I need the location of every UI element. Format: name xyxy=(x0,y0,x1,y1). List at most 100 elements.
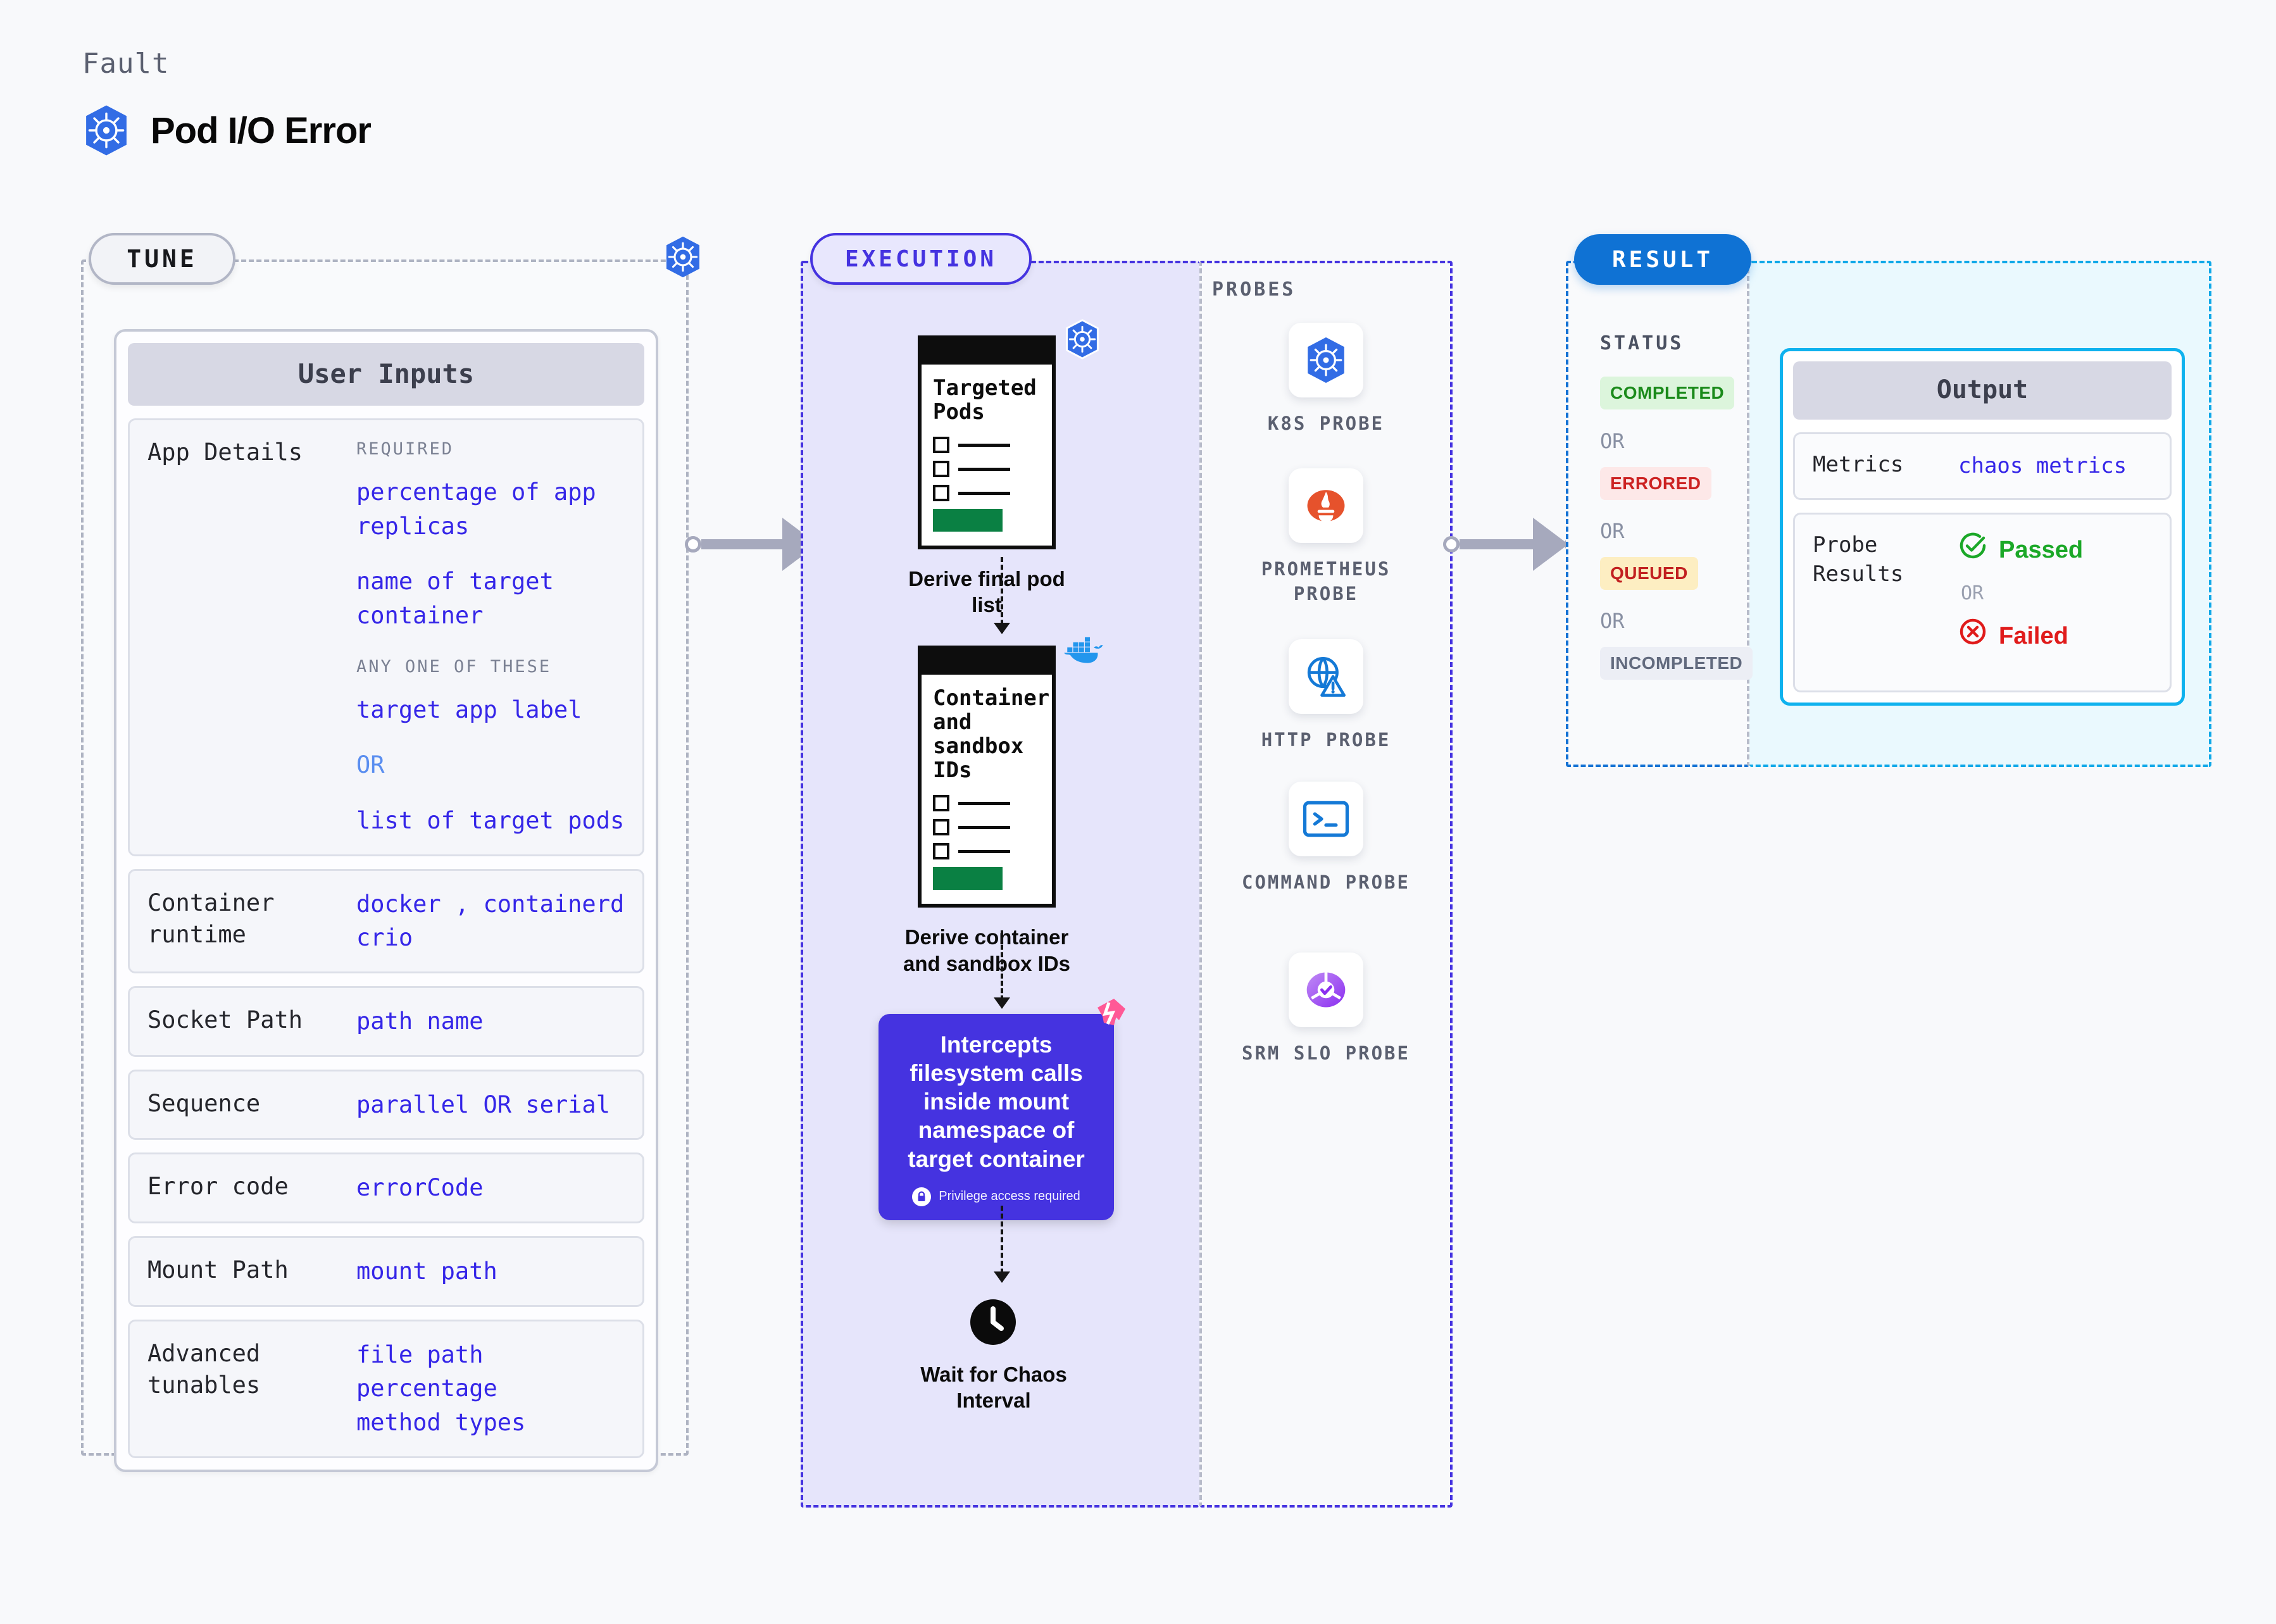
document-card: Container and sandbox IDs xyxy=(918,646,1056,908)
kubernetes-icon xyxy=(663,235,703,282)
probe-result-passed: Passed xyxy=(1958,531,2153,569)
row-label: Probe Results xyxy=(1813,532,1904,587)
checkbox-icon xyxy=(933,485,949,502)
table-row: Probe Results Passed OR xyxy=(1793,513,2172,693)
table-row: Metrics chaos metrics xyxy=(1793,432,2172,501)
line-rule xyxy=(958,825,1010,829)
probe-k8s[interactable]: K8S PROBE xyxy=(1231,323,1421,436)
prometheus-icon xyxy=(1289,468,1363,543)
row-value: parallel OR serial xyxy=(356,1090,610,1118)
user-inputs-title: User Inputs xyxy=(128,343,644,406)
line-rule xyxy=(958,467,1010,471)
row-label: Advanced tunables xyxy=(147,1339,261,1399)
step-caption: Wait for Chaos Interval xyxy=(920,1363,1067,1413)
group-heading: REQUIRED xyxy=(356,439,454,459)
row-or: OR xyxy=(356,751,385,779)
probe-http[interactable]: HTTP PROBE xyxy=(1231,639,1421,753)
document-title: Targeted Pods xyxy=(933,375,1037,425)
group-heading: ANY ONE OF THESE xyxy=(356,656,552,677)
status-badge-incompleted: INCOMPLETED xyxy=(1600,647,1753,680)
step-caption: Derive final pod list xyxy=(908,567,1065,617)
document-lines xyxy=(922,789,1052,860)
step-wait-chaos-interval: Wait for Chaos Interval xyxy=(920,1297,1089,1414)
page-title: Pod I/O Error xyxy=(151,109,372,151)
row-value: chaos metrics xyxy=(1958,453,2127,478)
lock-icon xyxy=(912,1187,932,1206)
docker-icon xyxy=(1056,632,1103,670)
connector-arrowhead xyxy=(1533,518,1568,571)
row-label: Metrics xyxy=(1813,452,1904,477)
clock-icon xyxy=(968,1299,1018,1349)
probe-result-passed-label: Passed xyxy=(1999,536,2084,563)
tune-label: TUNE xyxy=(89,233,235,285)
row-value: crio xyxy=(356,924,413,952)
row-value: method types xyxy=(356,1408,526,1436)
row-label: Sequence xyxy=(147,1089,261,1117)
probe-label: K8S PROBE xyxy=(1267,413,1385,434)
table-row: Advanced tunables file path percentage m… xyxy=(128,1319,644,1458)
row-label: App Details xyxy=(147,439,303,466)
step-container-sandbox-ids: Container and sandbox IDs Derive c xyxy=(903,637,1103,977)
kubernetes-icon xyxy=(82,104,130,156)
status-badge-completed: COMPLETED xyxy=(1600,377,1735,409)
table-row: Error code errorCode xyxy=(128,1152,644,1223)
srm-slo-icon xyxy=(1289,953,1363,1027)
flow-arrow xyxy=(994,930,1010,1009)
intercept-note-text: Intercepts filesystem calls inside mount… xyxy=(908,1032,1085,1172)
document-titlebar xyxy=(922,335,1052,365)
connector-bar xyxy=(701,539,784,549)
probe-result-failed: Failed xyxy=(1958,617,2153,655)
document-titlebar xyxy=(922,646,1052,675)
step-caption: Derive container and sandbox IDs xyxy=(903,925,1071,975)
row-values: docker , containerd crio xyxy=(356,887,626,955)
fault-eyebrow: Fault xyxy=(82,47,170,80)
flow-arrow xyxy=(994,557,1010,634)
probe-command[interactable]: COMMAND PROBE xyxy=(1231,782,1421,895)
checkbox-icon xyxy=(933,819,949,836)
connector-bar xyxy=(1460,539,1534,549)
intercept-note: Intercepts filesystem calls inside mount… xyxy=(879,999,1125,1220)
privilege-note: Privilege access required xyxy=(895,1187,1097,1206)
table-row: Container runtime docker , containerd cr… xyxy=(128,868,644,974)
row-values: REQUIRED percentage of app replicas name… xyxy=(356,437,626,838)
kubernetes-icon xyxy=(1064,319,1101,363)
table-row: Socket Path path name xyxy=(128,986,644,1057)
row-values: parallel OR serial xyxy=(356,1088,626,1122)
row-values: Passed OR Failed xyxy=(1958,531,2153,655)
probe-srm-slo[interactable]: SRM SLO PROBE xyxy=(1231,953,1421,1066)
x-circle-icon xyxy=(1958,617,1987,655)
probe-label: HTTP PROBE xyxy=(1261,729,1391,751)
flow-arrow xyxy=(994,1206,1010,1283)
probe-label: PROMETHEUS PROBE xyxy=(1261,558,1391,605)
row-value: docker , containerd xyxy=(356,890,625,918)
status-badge-errored: ERRORED xyxy=(1600,467,1711,500)
probe-result-or: OR xyxy=(1961,582,1984,604)
row-value: path name xyxy=(356,1008,484,1035)
table-row: Mount Path mount path xyxy=(128,1235,644,1307)
line-rule xyxy=(958,801,1010,805)
terminal-icon xyxy=(1289,782,1363,856)
privilege-text: Privilege access required xyxy=(939,1189,1080,1204)
row-values: file path percentage method types xyxy=(356,1338,626,1440)
checkbox-icon xyxy=(933,843,949,860)
row-value: name of target container xyxy=(356,568,554,630)
checkbox-icon xyxy=(933,461,949,478)
row-values: errorCode xyxy=(356,1171,626,1205)
probe-result-failed-label: Failed xyxy=(1999,622,2068,649)
status-or: OR xyxy=(1600,609,1625,633)
row-value: list of target pods xyxy=(356,807,625,835)
document-card: Targeted Pods xyxy=(918,335,1056,550)
connector-dot xyxy=(685,536,701,553)
document-lines xyxy=(922,430,1052,502)
row-label: Socket Path xyxy=(147,1006,303,1034)
row-value: errorCode xyxy=(356,1174,484,1202)
status-heading: STATUS xyxy=(1600,332,1684,354)
status-bar xyxy=(933,867,1003,890)
http-globe-warning-icon xyxy=(1289,639,1363,714)
probe-prometheus[interactable]: PROMETHEUS PROBE xyxy=(1231,468,1421,606)
document-title: Container and sandbox IDs xyxy=(933,685,1050,784)
result-status-section xyxy=(1566,261,1749,767)
status-bar xyxy=(933,509,1003,532)
probe-label: COMMAND PROBE xyxy=(1242,871,1410,893)
fault-header: Pod I/O Error xyxy=(82,104,372,156)
